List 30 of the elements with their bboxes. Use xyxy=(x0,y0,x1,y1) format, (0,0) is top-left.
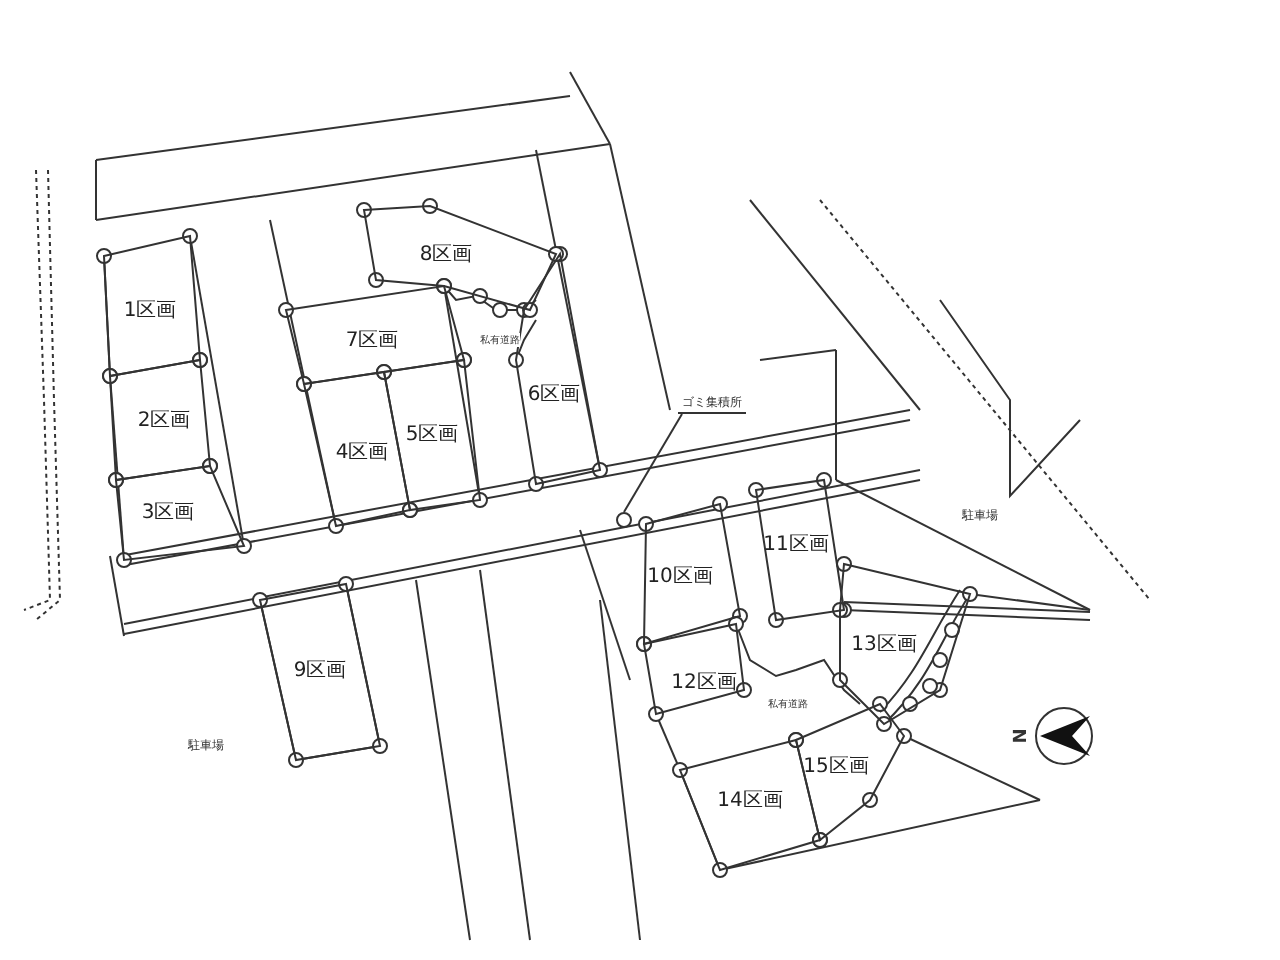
lot-number: 3区画 xyxy=(141,500,195,526)
lot-number: 9区画 xyxy=(293,658,347,684)
lot-number: 2区画 xyxy=(137,408,191,434)
lot-parcel xyxy=(644,624,744,714)
leader-line xyxy=(623,413,683,513)
lot-number: 8区画 xyxy=(419,242,473,268)
lot-number: 1区画 xyxy=(123,298,177,324)
lot-parcel xyxy=(644,504,740,644)
lot-parcel xyxy=(384,360,480,510)
north-label: N xyxy=(1012,728,1032,744)
lot-number: 14区画 xyxy=(717,788,783,814)
lot-number: 5区画 xyxy=(405,422,459,448)
lot-number: 4区画 xyxy=(335,440,389,466)
lot-parcel xyxy=(756,480,844,620)
lot-parcel xyxy=(110,360,210,480)
lot-parcel xyxy=(104,236,200,376)
lot-number: 13区画 xyxy=(851,632,917,658)
lot-number: 6区画 xyxy=(527,382,581,408)
lot-number: 7区画 xyxy=(345,328,399,354)
lot-parcel xyxy=(840,564,970,724)
lot-parcel xyxy=(286,286,464,384)
lot-parcel xyxy=(516,254,600,484)
lot-number: 10区画 xyxy=(647,564,713,590)
lot-number: 11区画 xyxy=(763,532,829,558)
lot-parcel xyxy=(364,206,556,310)
lot-number: 15区画 xyxy=(803,754,869,780)
garbage-point-circle xyxy=(616,512,632,528)
lot-parcel xyxy=(116,466,244,560)
lot-parcel xyxy=(260,584,380,760)
lot-number: 12区画 xyxy=(671,670,737,696)
